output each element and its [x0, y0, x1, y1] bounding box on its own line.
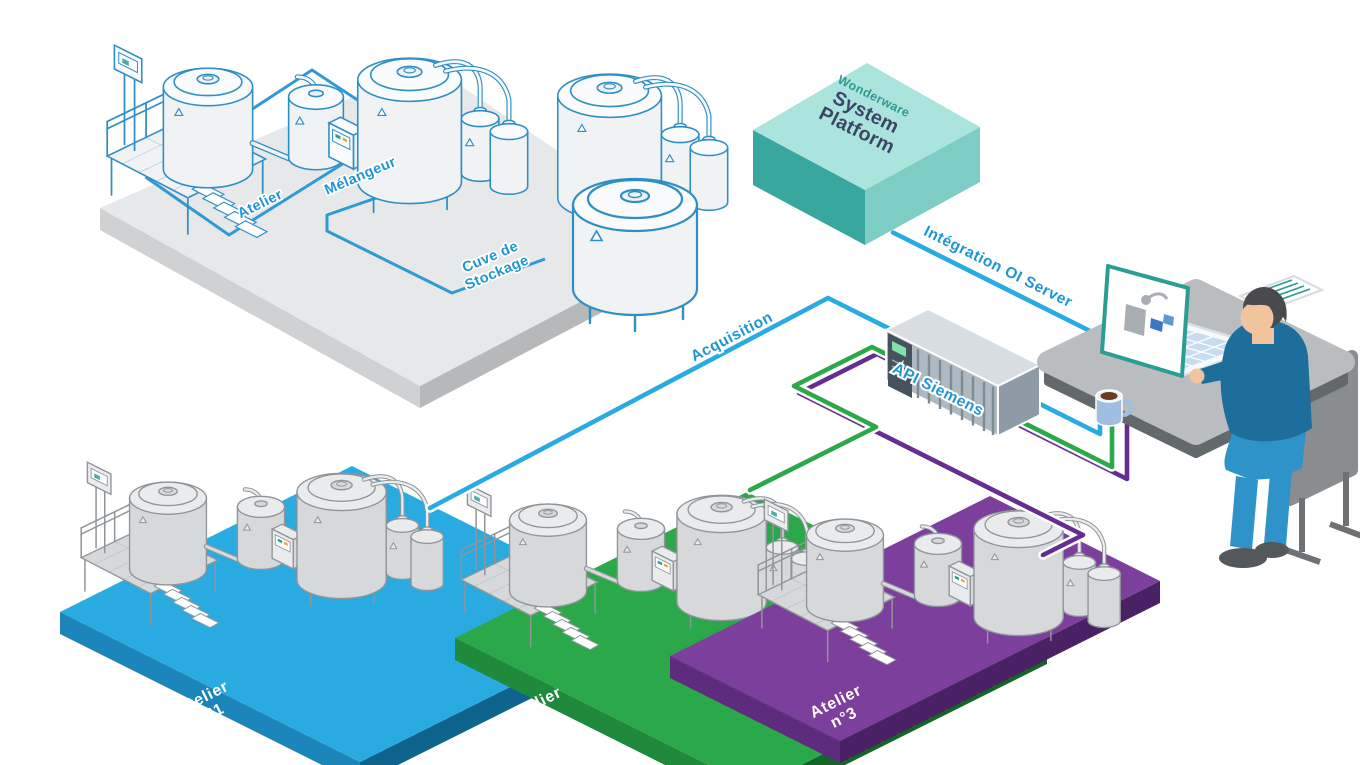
coffee-mug-icon: [1095, 389, 1134, 427]
wonderware-system-platform-box: Wonderware System Platform: [753, 63, 980, 245]
engineer-workstation: [1037, 264, 1360, 568]
plc-rack-icon: [883, 307, 1043, 438]
link-acquisition-blue: [425, 227, 1105, 513]
engineer-icon: [1189, 287, 1312, 568]
workshop-platform-3: Atelier n°3: [670, 496, 1160, 763]
label-integration-oi-server: Intégration OI Server: [921, 223, 1075, 311]
storage-tank-icon: [573, 179, 697, 331]
factory-floor-platform: Atelier Mélangeur Cuve de Stockage: [100, 45, 728, 408]
